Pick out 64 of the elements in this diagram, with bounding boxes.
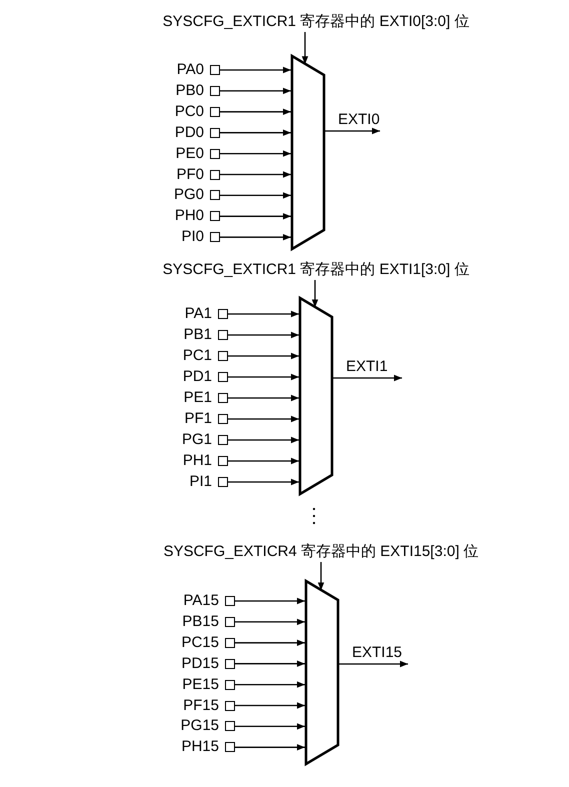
- pin-label: PA1: [184, 306, 212, 322]
- edge-label: EXTI15: [352, 644, 402, 661]
- pin-label: PE15: [182, 676, 219, 693]
- pin-label: PA0: [176, 62, 204, 78]
- register-label: SYSCFG_EXTICR4 寄存器中的 EXTI15[3:0] 位: [163, 543, 479, 561]
- pin-label: PH15: [181, 739, 219, 756]
- pin-label: PC0: [174, 104, 204, 120]
- arrow: [228, 332, 299, 338]
- arrow: [220, 213, 291, 220]
- arrow: [228, 416, 299, 422]
- pin-label: PC15: [181, 634, 219, 651]
- arrow: [220, 192, 291, 199]
- pin-label: PB0: [176, 82, 204, 99]
- arrow: [228, 478, 299, 486]
- pin-label: PA15: [183, 593, 219, 609]
- arrow: [228, 436, 299, 444]
- arrow: [220, 108, 291, 115]
- arrow: [228, 374, 299, 380]
- arrow: [318, 562, 324, 590]
- pin-label: PC1: [182, 348, 212, 364]
- arrow: [228, 394, 299, 402]
- pin-label: PI1: [189, 474, 212, 490]
- arrow: [220, 171, 291, 178]
- arrow: [228, 352, 299, 360]
- arrow: [325, 128, 380, 134]
- arrow: [235, 702, 305, 709]
- edge-label: EXTI0: [338, 111, 380, 128]
- arrow: [220, 130, 291, 136]
- arrow: [333, 374, 402, 382]
- arrow: [235, 598, 305, 604]
- pin-label: PE0: [176, 146, 204, 162]
- arrow: [220, 150, 291, 157]
- pin-label: PB15: [182, 614, 219, 630]
- arrow: [235, 681, 305, 688]
- arrow: [228, 458, 299, 464]
- pin-label: PD1: [182, 369, 212, 385]
- pin-label: PG1: [182, 432, 212, 448]
- pin-label: PF15: [183, 698, 219, 714]
- pin-label: PD15: [181, 656, 219, 672]
- pin-label: PD0: [174, 124, 204, 141]
- arrow: [312, 280, 318, 308]
- pin-label: PG15: [180, 718, 219, 734]
- arrow: [228, 310, 299, 318]
- edge-label: EXTI1: [346, 358, 388, 375]
- arrow: [235, 723, 305, 730]
- arrow: [235, 640, 305, 646]
- pin-label: PH1: [182, 453, 212, 469]
- pin-label: PB1: [184, 327, 212, 343]
- arrow: [339, 660, 408, 668]
- arrow: [220, 66, 291, 74]
- pin-label: PF1: [184, 411, 212, 427]
- pin-label: PI0: [181, 229, 204, 246]
- arrow: [302, 32, 308, 64]
- arrow: [220, 234, 291, 240]
- arrow: [235, 744, 305, 750]
- pin-label: PH0: [174, 208, 204, 224]
- arrow: [220, 88, 291, 94]
- register-label: SYSCFG_EXTICR1 寄存器中的 EXTI1[3:0] 位: [162, 261, 470, 279]
- register-label: SYSCFG_EXTICR1 寄存器中的 EXTI0[3:0] 位: [162, 13, 470, 31]
- pin-label: PE1: [184, 390, 212, 406]
- arrow: [235, 618, 305, 626]
- pin-label: PF0: [176, 166, 204, 182]
- arrow: [235, 660, 305, 667]
- pin-label: PG0: [174, 187, 204, 204]
